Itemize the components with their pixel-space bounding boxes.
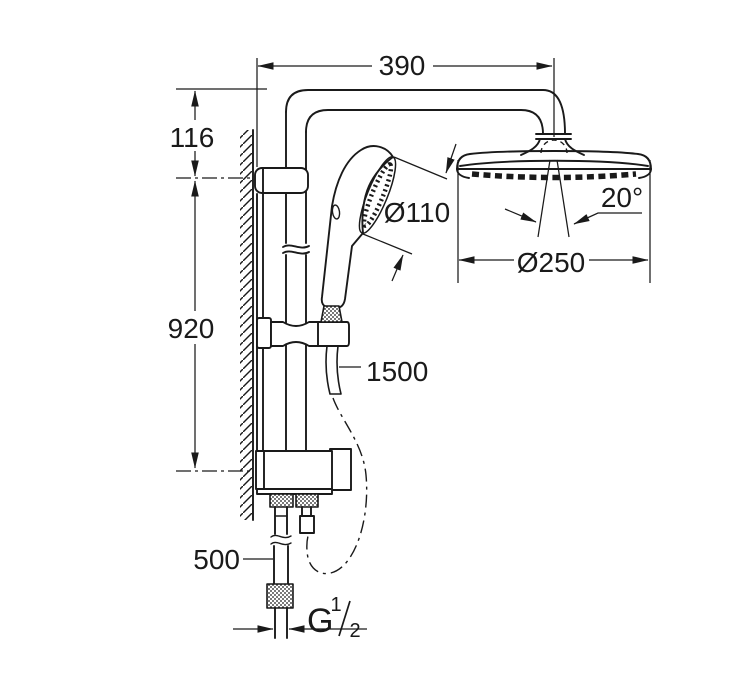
spray-angle-left-line [537, 159, 551, 238]
slider-holder [256, 305, 350, 349]
wall-bracket-body [254, 167, 309, 194]
arrow-lower [391, 254, 404, 282]
hand-shower-body [320, 145, 394, 309]
arrow-upper [445, 143, 457, 174]
thread-label-g: G [307, 602, 333, 640]
dim-label-d250: Ø250 [517, 247, 586, 278]
spray-angle-right-line [556, 159, 570, 238]
head-nozzle-band [471, 171, 637, 181]
slider-body [270, 321, 350, 347]
nipple-collar [299, 515, 315, 534]
thread-numerator: 1 [330, 594, 341, 616]
shower-arm-inner [305, 109, 544, 135]
dim-label-116: 116 [170, 122, 215, 153]
spray-angle-lines [537, 58, 570, 238]
wall-hatching [240, 130, 253, 520]
dimension-rail-height: 920 [168, 177, 253, 472]
wall-section [240, 129, 254, 521]
hand-shower-face [358, 156, 397, 234]
dimension-hand-shower-diameter: Ø110 [362, 143, 457, 282]
wall-bracket [254, 167, 309, 194]
dimension-spray-angle: 20° [504, 182, 643, 225]
dim-label-1500: 1500 [366, 356, 428, 387]
dim-label-500: 500 [193, 544, 240, 575]
connection-nut-left [269, 493, 294, 508]
leader-left [504, 208, 537, 223]
ball-joint-dashed-circle [540, 139, 568, 154]
head-dome-outline [456, 150, 652, 170]
pipe-break-marks [270, 534, 292, 546]
shower-arm-outer [285, 89, 566, 135]
leader-right [573, 212, 642, 225]
rail-break-mark-2 [282, 250, 310, 255]
dim-label-20deg: 20° [601, 182, 643, 213]
dimension-outlet-drop: 500 [193, 544, 273, 575]
spray-mode-button [331, 204, 341, 220]
hose-solid-section [325, 345, 342, 395]
head-shower [456, 133, 652, 181]
connection-nut-right [295, 493, 319, 508]
valve-body [255, 450, 333, 490]
thread-denominator: 2 [349, 620, 360, 642]
head-rim-inner-line [459, 159, 649, 167]
fraction-slash [338, 600, 351, 637]
dimension-head-drop: 116 [170, 88, 267, 177]
hand-shower-nozzles [361, 162, 394, 228]
diverter-valve-assembly [255, 448, 352, 639]
dimension-connection-thread: G 1 2 [233, 594, 367, 642]
extension-line-upper [393, 156, 448, 180]
shower-hose [306, 345, 368, 575]
slider-clamp-left [256, 317, 272, 349]
dim-label-390: 390 [379, 50, 426, 81]
ball-joint-cone [520, 138, 585, 156]
dimension-arm-projection: 390 [256, 50, 553, 167]
dim-label-920: 920 [168, 313, 215, 344]
dimension-hose-length: 1500 [339, 356, 428, 387]
rail-break-mark-1 [282, 244, 310, 249]
extension-line-lower [362, 233, 413, 255]
valve-right-block [329, 448, 352, 491]
hand-shower-ferrule [320, 305, 343, 323]
dimension-head-diameter: Ø250 [457, 160, 651, 283]
valve-base-plate [256, 488, 333, 495]
hose-fitting-knurled [266, 583, 294, 609]
head-rim-side-caps [456, 168, 652, 179]
dim-label-d110: Ø110 [384, 197, 450, 228]
